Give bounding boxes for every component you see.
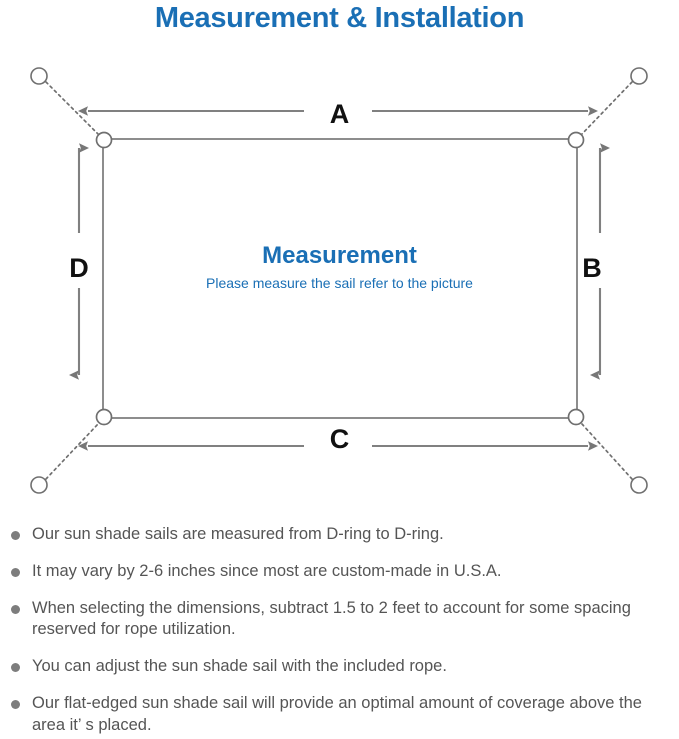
note-text: It may vary by 2-6 inches since most are… (32, 561, 502, 580)
measurement-diagram: Measurement Please measure the sail refe… (0, 48, 679, 518)
bullet-icon (11, 567, 20, 577)
list-item: When selecting the dimensions, subtract … (0, 598, 679, 642)
list-item: You can adjust the sun shade sail with t… (0, 656, 679, 678)
bullet-icon (11, 604, 20, 614)
anchor-point-bottom-left (30, 476, 48, 494)
d-rings (95, 131, 585, 426)
bullet-icon (11, 531, 20, 540)
d-ring-top-right (567, 131, 585, 149)
anchor-points (30, 67, 648, 494)
rope-line-top-right (581, 81, 633, 135)
list-item: Our sun shade sails are measured from D-… (0, 524, 679, 546)
dimension-label-b: B (582, 253, 602, 283)
diagram-svg (30, 67, 648, 494)
rope-line-bottom-right (581, 423, 633, 480)
page-title: Measurement & Installation (154, 2, 525, 34)
note-text: You can adjust the sun shade sail with t… (32, 657, 447, 676)
note-text: Our sun shade sails are measured from D-… (32, 525, 444, 543)
dimension-label-c: C (329, 424, 350, 454)
rope-line-top-left (45, 81, 99, 135)
notes-list: Our sun shade sails are measured from D-… (0, 524, 679, 736)
anchor-point-top-right (630, 67, 648, 85)
list-item: It may vary by 2-6 inches since most are… (0, 561, 679, 583)
d-ring-bottom-left (95, 408, 113, 426)
dimension-label-d: D (69, 253, 89, 283)
rope-lines (45, 81, 633, 480)
d-ring-bottom-right (567, 408, 585, 426)
anchor-point-bottom-right (630, 476, 648, 494)
sail-shape (102, 138, 578, 419)
note-text: Our flat-edged sun shade sail will provi… (32, 693, 642, 734)
note-text: When selecting the dimensions, subtract … (32, 598, 631, 639)
sail-rectangle (102, 138, 578, 419)
anchor-point-top-left (30, 67, 48, 85)
bullet-icon (11, 663, 20, 673)
rope-line-bottom-left (45, 423, 99, 480)
list-item: Our flat-edged sun shade sail will provi… (0, 693, 679, 737)
dimension-label-a: A (329, 99, 350, 129)
bullet-icon (11, 699, 20, 709)
d-ring-top-left (95, 131, 113, 149)
